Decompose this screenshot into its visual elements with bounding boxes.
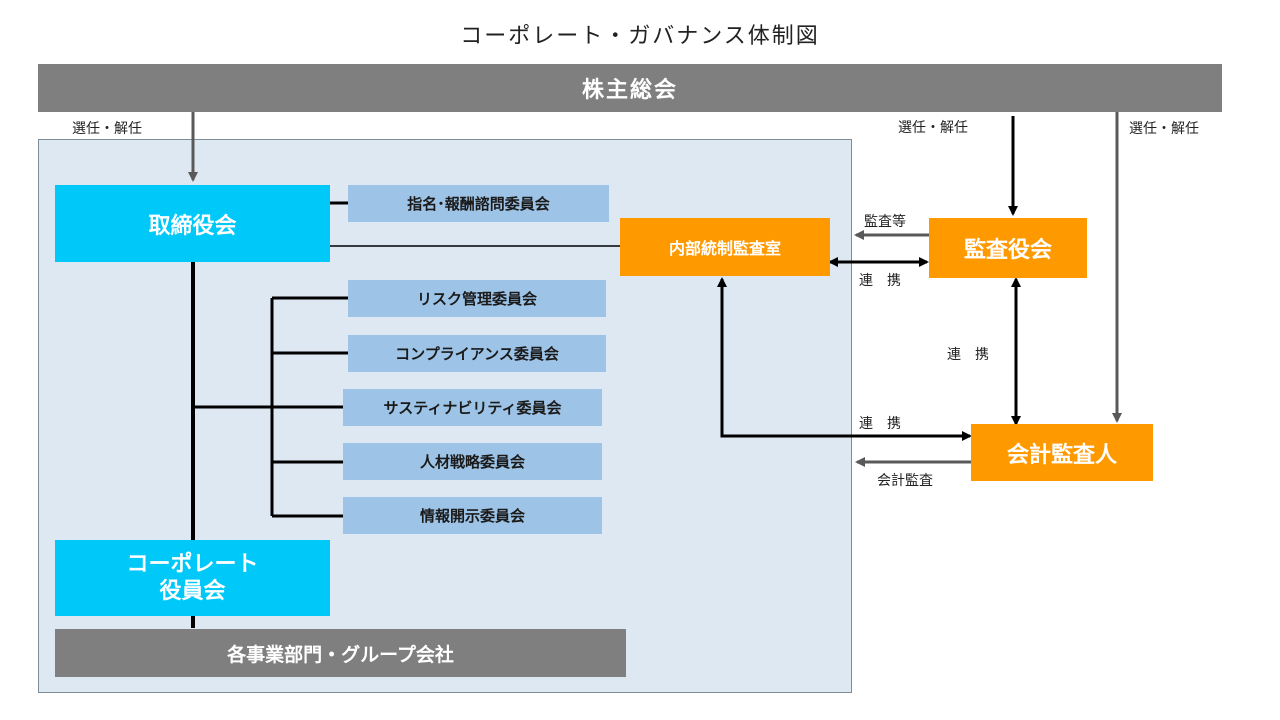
committee-sustainability: サスティナビリティ委員会 <box>343 389 602 426</box>
coop-internal-accounting-arrow <box>717 277 972 441</box>
corporate-officers-line2: 役員会 <box>159 579 226 604</box>
nomination-committee: 指名･報酬諮問委員会 <box>348 185 609 222</box>
corporate-officers-meeting: コーポレート 役員会 <box>55 540 330 616</box>
label-coop-audit-accounting: 連 携 <box>947 347 989 363</box>
label-coop-internal-audit: 連 携 <box>859 273 901 289</box>
audit-board: 監査役会 <box>929 218 1087 278</box>
accounting-auditor: 会計監査人 <box>971 424 1153 481</box>
committee-disclosure: 情報開示委員会 <box>343 497 602 534</box>
internal-audit-office: 内部統制監査室 <box>620 218 830 276</box>
committee-hr-strategy: 人材戦略委員会 <box>343 443 602 480</box>
label-accounting-audit: 会計監査 <box>877 473 933 489</box>
corporate-officers-line1: コーポレート <box>126 551 259 577</box>
business-divisions: 各事業部門・グループ会社 <box>55 629 626 677</box>
label-appoint-audit: 選任・解任 <box>898 120 968 136</box>
label-appoint-board: 選任・解任 <box>72 121 142 137</box>
diagram-title: コーポレート・ガバナンス体制図 <box>460 24 820 49</box>
label-audit-etc: 監査等 <box>864 214 906 230</box>
committee-compliance: コンプライアンス委員会 <box>348 335 606 372</box>
committee-risk: リスク管理委員会 <box>348 280 606 317</box>
board-of-directors: 取締役会 <box>55 185 330 262</box>
shareholders-meeting: 株主総会 <box>38 64 1222 112</box>
label-coop-internal-accounting: 連 携 <box>859 416 901 432</box>
label-appoint-accounting: 選任・解任 <box>1129 121 1199 137</box>
